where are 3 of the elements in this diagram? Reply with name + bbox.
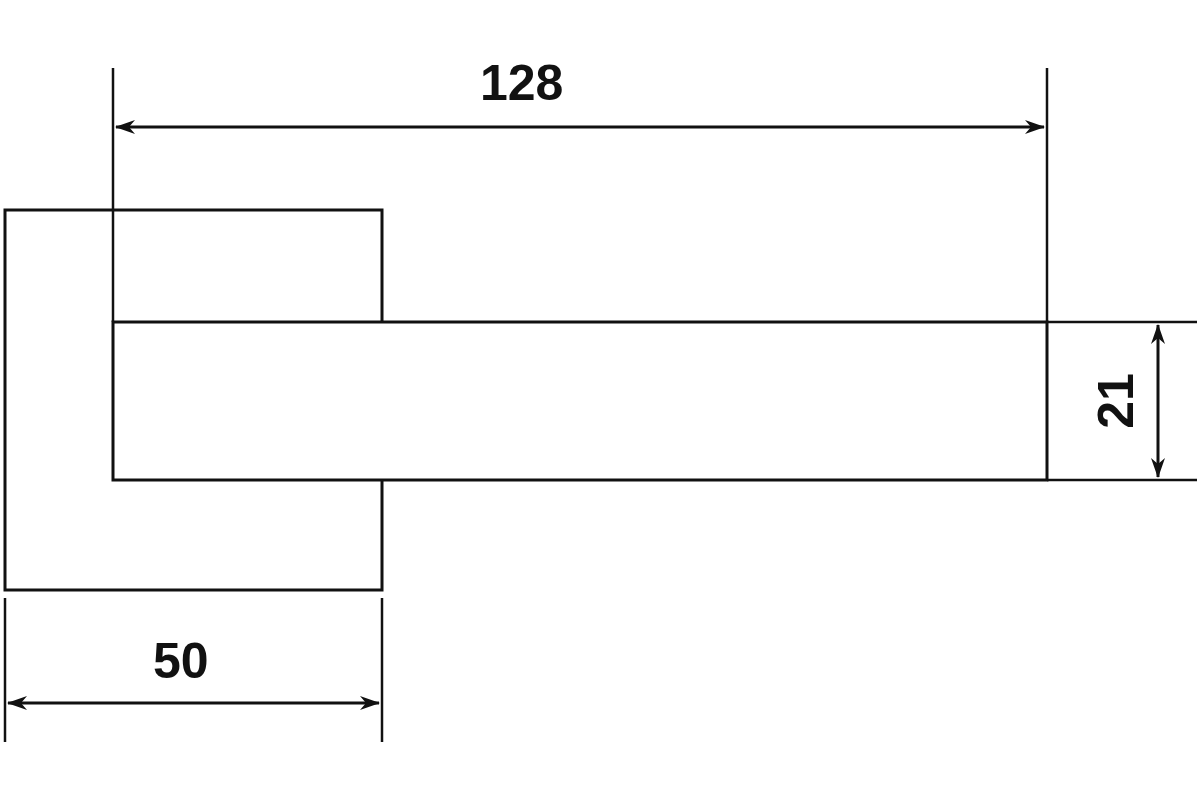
dimension-value: 21 [1090, 373, 1141, 429]
dimension-value: 128 [480, 58, 564, 108]
dimension-value: 50 [153, 636, 209, 686]
